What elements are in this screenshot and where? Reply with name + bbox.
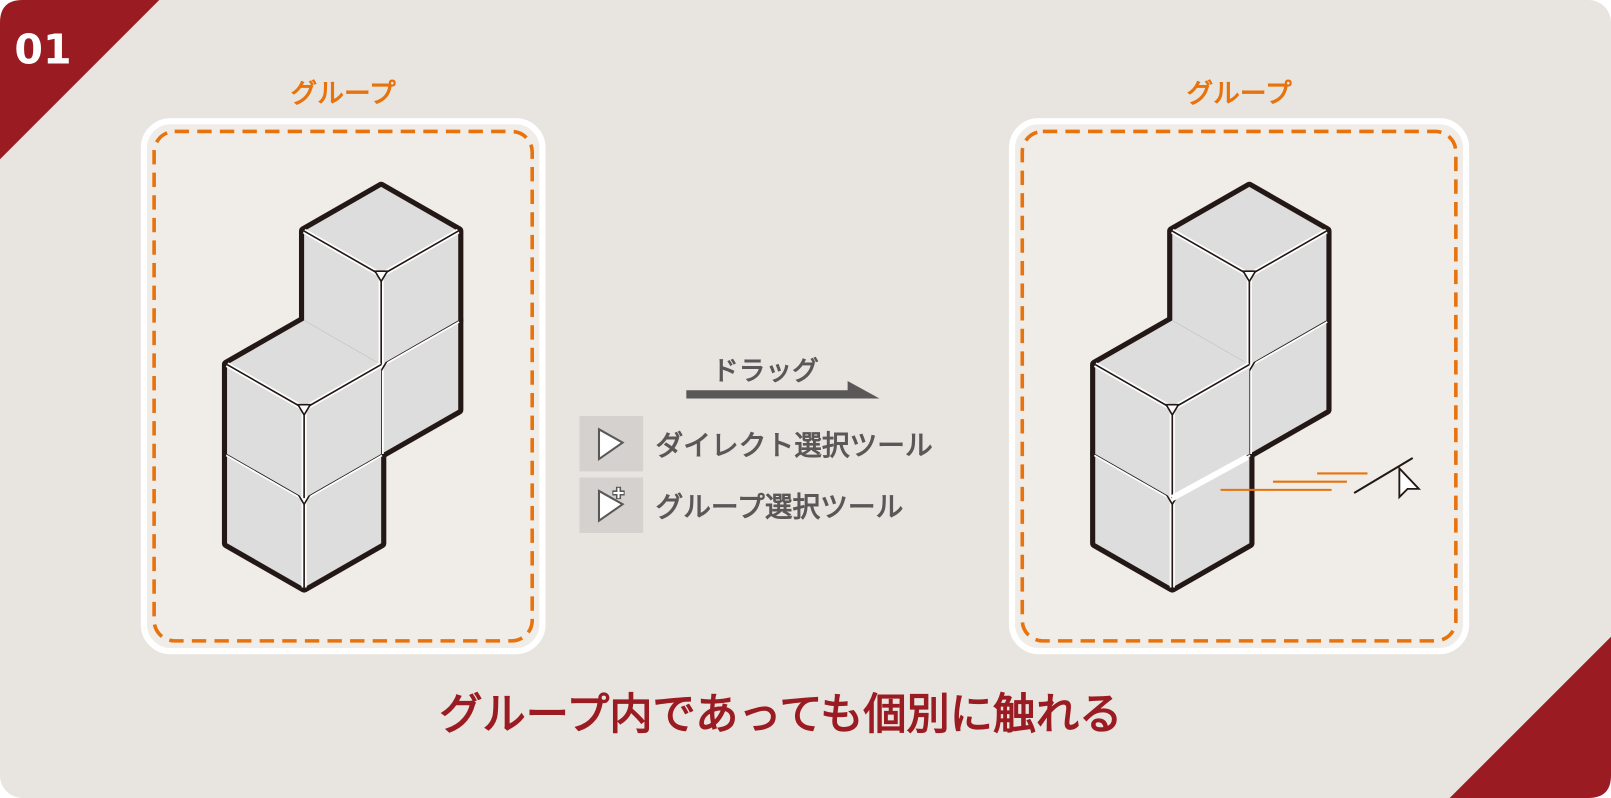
cube-group-right [1090,181,1332,593]
drag-label: ドラッグ [712,356,819,387]
cube [1171,186,1328,365]
arrow-right-icon [686,381,880,399]
motion-lines [1220,472,1368,491]
drag-indicator: ドラッグ [686,356,880,399]
anchor-point-icon [373,270,389,284]
left-panel-label: グループ [291,79,396,110]
caption: グループ内であっても個別に触れる [439,690,1122,740]
anchor-point-icon [296,403,312,417]
anchor-point-icon [1164,403,1180,417]
step-number: 01 [14,26,71,74]
direct-selection-icon [597,427,625,462]
cube-group-left [221,181,464,593]
dragged-edge-highlight [1170,454,1249,501]
group-selection-icon [597,489,625,523]
tool-item-direct-selection: ダイレクト選択ツール [579,415,933,472]
cube [302,186,460,365]
anchor-point-icon [1241,270,1257,284]
tool-label: グループ選択ツール [655,491,903,524]
cube [1093,320,1251,499]
tool-label: ダイレクト選択ツール [655,429,932,462]
left-group-panel: グループ [140,79,546,655]
cube [225,320,383,499]
drag-path-line [1353,457,1414,494]
right-group-panel: グループ [1008,79,1470,655]
corner-badge-shape [0,0,160,160]
cursor-arrow-icon [1398,466,1422,500]
right-panel-label: グループ [1186,79,1291,110]
tool-item-group-selection: グループ選択ツール [579,477,903,534]
